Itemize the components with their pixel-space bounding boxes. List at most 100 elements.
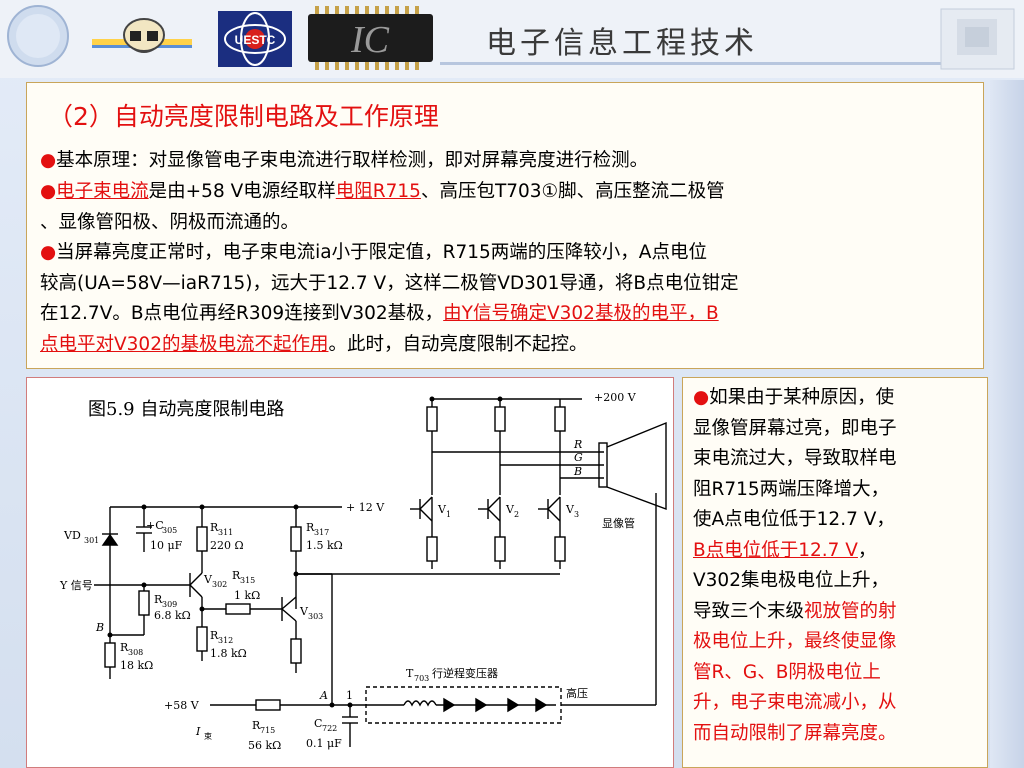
header-divider <box>440 62 1010 65</box>
label-r715-sub: 715 <box>260 726 275 735</box>
right-line-red: 管R、G、B阴极电位上 <box>693 661 881 683</box>
uestc-logo-icon: UESTC <box>218 11 292 67</box>
link-y-signal[interactable]: 由Y信号确定V302基极的电平，B <box>443 303 719 324</box>
label-t703-name: 行逆程变压器 <box>432 666 498 680</box>
label-r715: R <box>252 719 261 732</box>
label-58v: +58 V <box>164 699 200 712</box>
header-title: 电子信息工程技术 <box>486 26 758 61</box>
label-point-a: A <box>319 689 328 702</box>
paragraph-beam-current: ●电子束电流是由+58 V电源经取样电阻R715、高压包T703①脚、高压整流二… <box>40 177 970 238</box>
label-c305-sub: 305 <box>162 526 177 535</box>
label-r315-val: 1 kΩ <box>234 589 260 602</box>
label-r312: R <box>210 629 219 642</box>
label-v303-sub: 303 <box>308 612 323 621</box>
label-y-signal: Y 信号 <box>59 579 93 592</box>
bullet-icon: ● <box>40 181 57 202</box>
right-line: 如果由于某种原因，使 <box>709 387 895 408</box>
label-r308-sub: 308 <box>128 648 143 657</box>
right-line: 使A点电位低于12.7 V， <box>693 509 895 530</box>
label-r309-val: 6.8 kΩ <box>154 609 191 622</box>
label-c722-sub: 722 <box>322 724 337 733</box>
right-line: ， <box>857 539 877 561</box>
label-node-1: 1 <box>346 689 353 702</box>
label-v302: V <box>203 573 213 586</box>
label-r308: R <box>120 641 129 654</box>
label-v3: V <box>565 503 575 516</box>
label-high-voltage: 高压 <box>566 686 588 700</box>
label-vd301: VD <box>63 529 81 542</box>
paragraph-text: 是由+58 V电源经取样 <box>148 181 336 202</box>
label-g: G <box>574 451 583 464</box>
label-c722-val: 0.1 μF <box>306 737 342 750</box>
figure-caption: 图5.9 自动亮度限制电路 <box>88 399 285 420</box>
paragraph-text: 、高压包T703①脚、高压整流二极管 <box>420 181 725 202</box>
smiley-cartoon-icon <box>92 18 192 53</box>
paragraph-text: 、显像管阳极、阴极而流通的。 <box>40 211 300 233</box>
label-r715-val: 56 kΩ <box>248 739 281 752</box>
label-point-b: B <box>95 621 104 634</box>
right-line-red: 而自动限制了屏幕亮度。 <box>693 722 897 744</box>
label-b: B <box>573 465 582 478</box>
paragraph-basic-principle: ●基本原理：对显像管电子束电流进行取样检测，即对屏幕亮度进行检测。 <box>40 146 970 177</box>
label-v1: V <box>437 503 447 516</box>
section-title: （2）自动亮度限制电路及工作原理 <box>48 102 439 131</box>
label-r317: R <box>306 521 315 534</box>
label-vd301-sub: 301 <box>84 536 99 545</box>
paragraph-normal-brightness: ●当屏幕亮度正常时，电子束电流ia小于限定值，R715两端的压降较小，A点电位 … <box>40 238 970 360</box>
bullet-icon: ● <box>693 387 710 408</box>
paragraph-text: 基本原理：对显像管电子束电流进行取样检测，即对屏幕亮度进行检测。 <box>56 150 649 171</box>
right-line-red: 极电位上升，最终使显像 <box>693 631 897 652</box>
building-icon <box>940 8 1015 70</box>
label-i-beam-sub: 束 <box>204 732 212 741</box>
right-line: 束电流过大，导致取样电 <box>693 448 897 469</box>
label-c305-val: 10 μF <box>150 539 183 552</box>
right-line: 导致三个末级 <box>693 600 805 622</box>
link-b-below-12v[interactable]: B点电位低于12.7 V <box>693 539 858 561</box>
link-beam-current[interactable]: 电子束电流 <box>56 181 149 202</box>
right-paragraph: ●如果由于某种原因，使 显像管屏幕过亮，即电子 束电流过大，导致取样电 阻R71… <box>693 383 983 749</box>
label-v1-sub: 1 <box>446 510 451 519</box>
right-line-red: 升，电子束电流减小，从 <box>693 692 897 713</box>
label-200v: +200 V <box>594 391 637 404</box>
label-i-beam: I <box>195 725 201 738</box>
label-v303: V <box>299 605 309 618</box>
right-line: 阻R715两端压降增大， <box>693 478 890 500</box>
paragraph-text: 较高(UA=58V—iaR715)，远大于12.7 V，这样二极管VD301导通… <box>40 272 739 294</box>
right-text-box <box>682 377 988 768</box>
chip-text: IC <box>350 19 390 61</box>
label-12v: + 12 V <box>346 501 385 514</box>
label-v3-sub: 3 <box>574 510 579 519</box>
label-r308-val: 18 kΩ <box>120 659 153 672</box>
label-r311-val: 220 Ω <box>210 539 244 552</box>
label-c722: C <box>314 717 322 730</box>
top-text-box <box>26 82 984 369</box>
label-r317-sub: 317 <box>314 528 329 537</box>
circuit-diagram: +200 V R G B 显像管 + 12 V V 1 V 2 V 3 VD 3… <box>59 391 667 752</box>
header-banner: UESTC IC 电子信息工程技术 <box>0 0 1024 78</box>
label-r312-sub: 312 <box>218 636 233 645</box>
link-b-level[interactable]: 点电平对V302的基极电流不起作用 <box>40 333 329 355</box>
uestc-text: UESTC <box>235 33 276 47</box>
right-line-red: 视放管的射 <box>804 600 897 622</box>
label-r317-val: 1.5 kΩ <box>306 539 343 552</box>
label-r312-val: 1.8 kΩ <box>210 647 247 660</box>
label-t703: T <box>406 667 414 680</box>
label-crt: 显像管 <box>602 516 635 530</box>
label-c305: +C <box>146 519 164 532</box>
label-r311: R <box>210 521 219 534</box>
chip-ic-icon: IC <box>308 6 433 70</box>
link-resistor-r715[interactable]: 电阻R715 <box>335 181 421 202</box>
label-r315: R <box>232 569 241 582</box>
right-line: 显像管屏幕过亮，即电子 <box>693 417 897 439</box>
paragraph-text: 当屏幕亮度正常时，电子束电流ia小于限定值，R715两端的压降较小，A点电位 <box>56 242 707 263</box>
label-r309-sub: 309 <box>162 600 177 609</box>
paragraph-text: 。此时，自动亮度限制不起控。 <box>328 333 588 355</box>
right-side-stripe <box>990 80 1024 768</box>
paragraph-text: 在12.7V。B点电位再经R309连接到V302基极， <box>40 303 444 324</box>
label-r315-sub: 315 <box>240 576 255 585</box>
cartoon-logo-icon <box>7 5 69 67</box>
label-r311-sub: 311 <box>218 528 233 537</box>
label-r: R <box>573 438 582 451</box>
label-v2-sub: 2 <box>514 510 519 519</box>
label-t703-sub: 703 <box>414 674 429 683</box>
